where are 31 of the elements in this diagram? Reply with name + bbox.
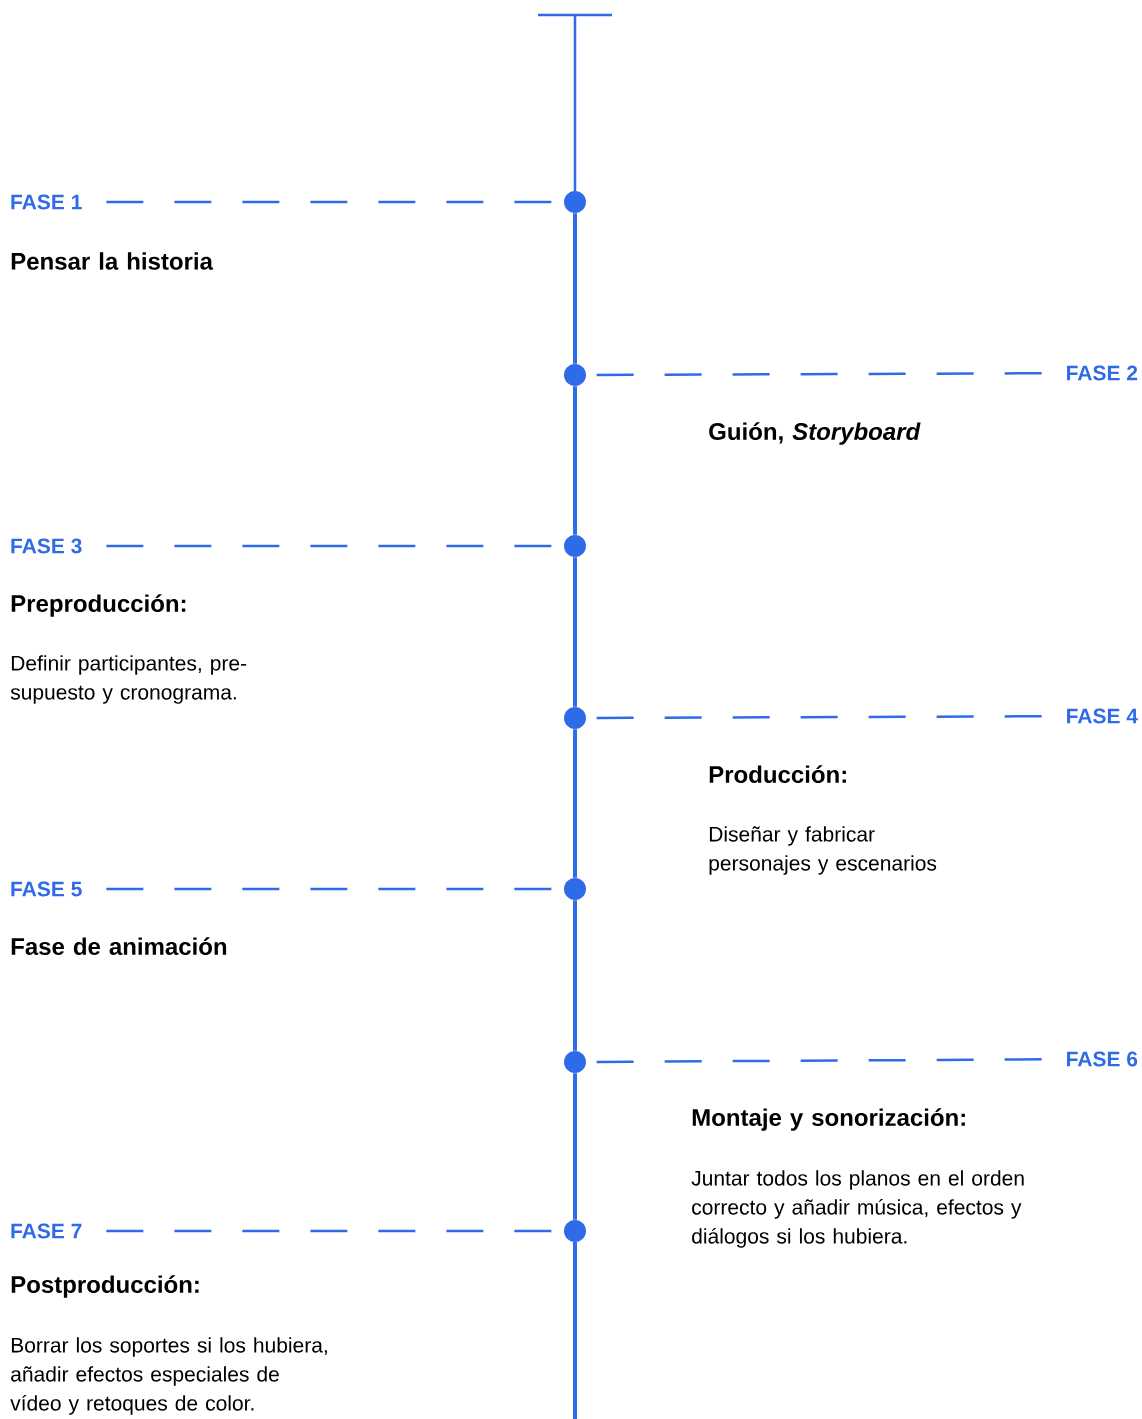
- timeline-axis: [573, 386, 577, 535]
- phase-label: FASE 3: [11, 538, 82, 554]
- step-heading: Preproducción:: [11, 594, 186, 617]
- step-heading: Fase de animación: [11, 937, 227, 956]
- phase-label: FASE 2: [1067, 365, 1138, 381]
- timeline-axis: [573, 213, 577, 364]
- timeline-axis: [573, 729, 577, 878]
- phase-label: FASE 5: [11, 881, 82, 897]
- timeline-dot: [564, 1220, 586, 1242]
- step-description: Borrar los soportes si los hubiera, añadir efectos especiales de vídeo y retoques de color.: [10, 1337, 327, 1415]
- phase-label: FASE 4: [1067, 708, 1138, 724]
- phase-label: FASE 1: [11, 194, 82, 210]
- step-description: Definir participantes, pre-supuesto y cronograma.: [10, 655, 247, 704]
- timeline-dot: [564, 191, 586, 213]
- timeline-dot: [564, 1051, 586, 1073]
- step-description: Diseñar y fabricar personajes y escenarios: [709, 826, 937, 875]
- phase-label: FASE 6: [1067, 1051, 1138, 1067]
- timeline-axis: [573, 900, 577, 1051]
- step-description: Juntar todos los planos en el orden correcto y añadir música, efectos y diálogos si los hubiera.: [691, 1170, 1024, 1248]
- timeline-dot: [564, 878, 586, 900]
- step-heading: Producción:: [709, 765, 846, 784]
- step-heading: Pensar la historia: [11, 252, 214, 270]
- step-heading: Montaje y sonorización:: [692, 1108, 965, 1131]
- timeline-dot: [564, 364, 586, 386]
- timeline-dot: [564, 535, 586, 557]
- timeline-axis: [573, 1073, 577, 1220]
- step-heading: Guión, Storyboard: [709, 422, 921, 445]
- step-heading: Postproducción:: [11, 1275, 199, 1298]
- phase-label: FASE 7: [11, 1223, 82, 1239]
- timeline-dot: [564, 707, 586, 729]
- timeline-axis: [573, 557, 577, 707]
